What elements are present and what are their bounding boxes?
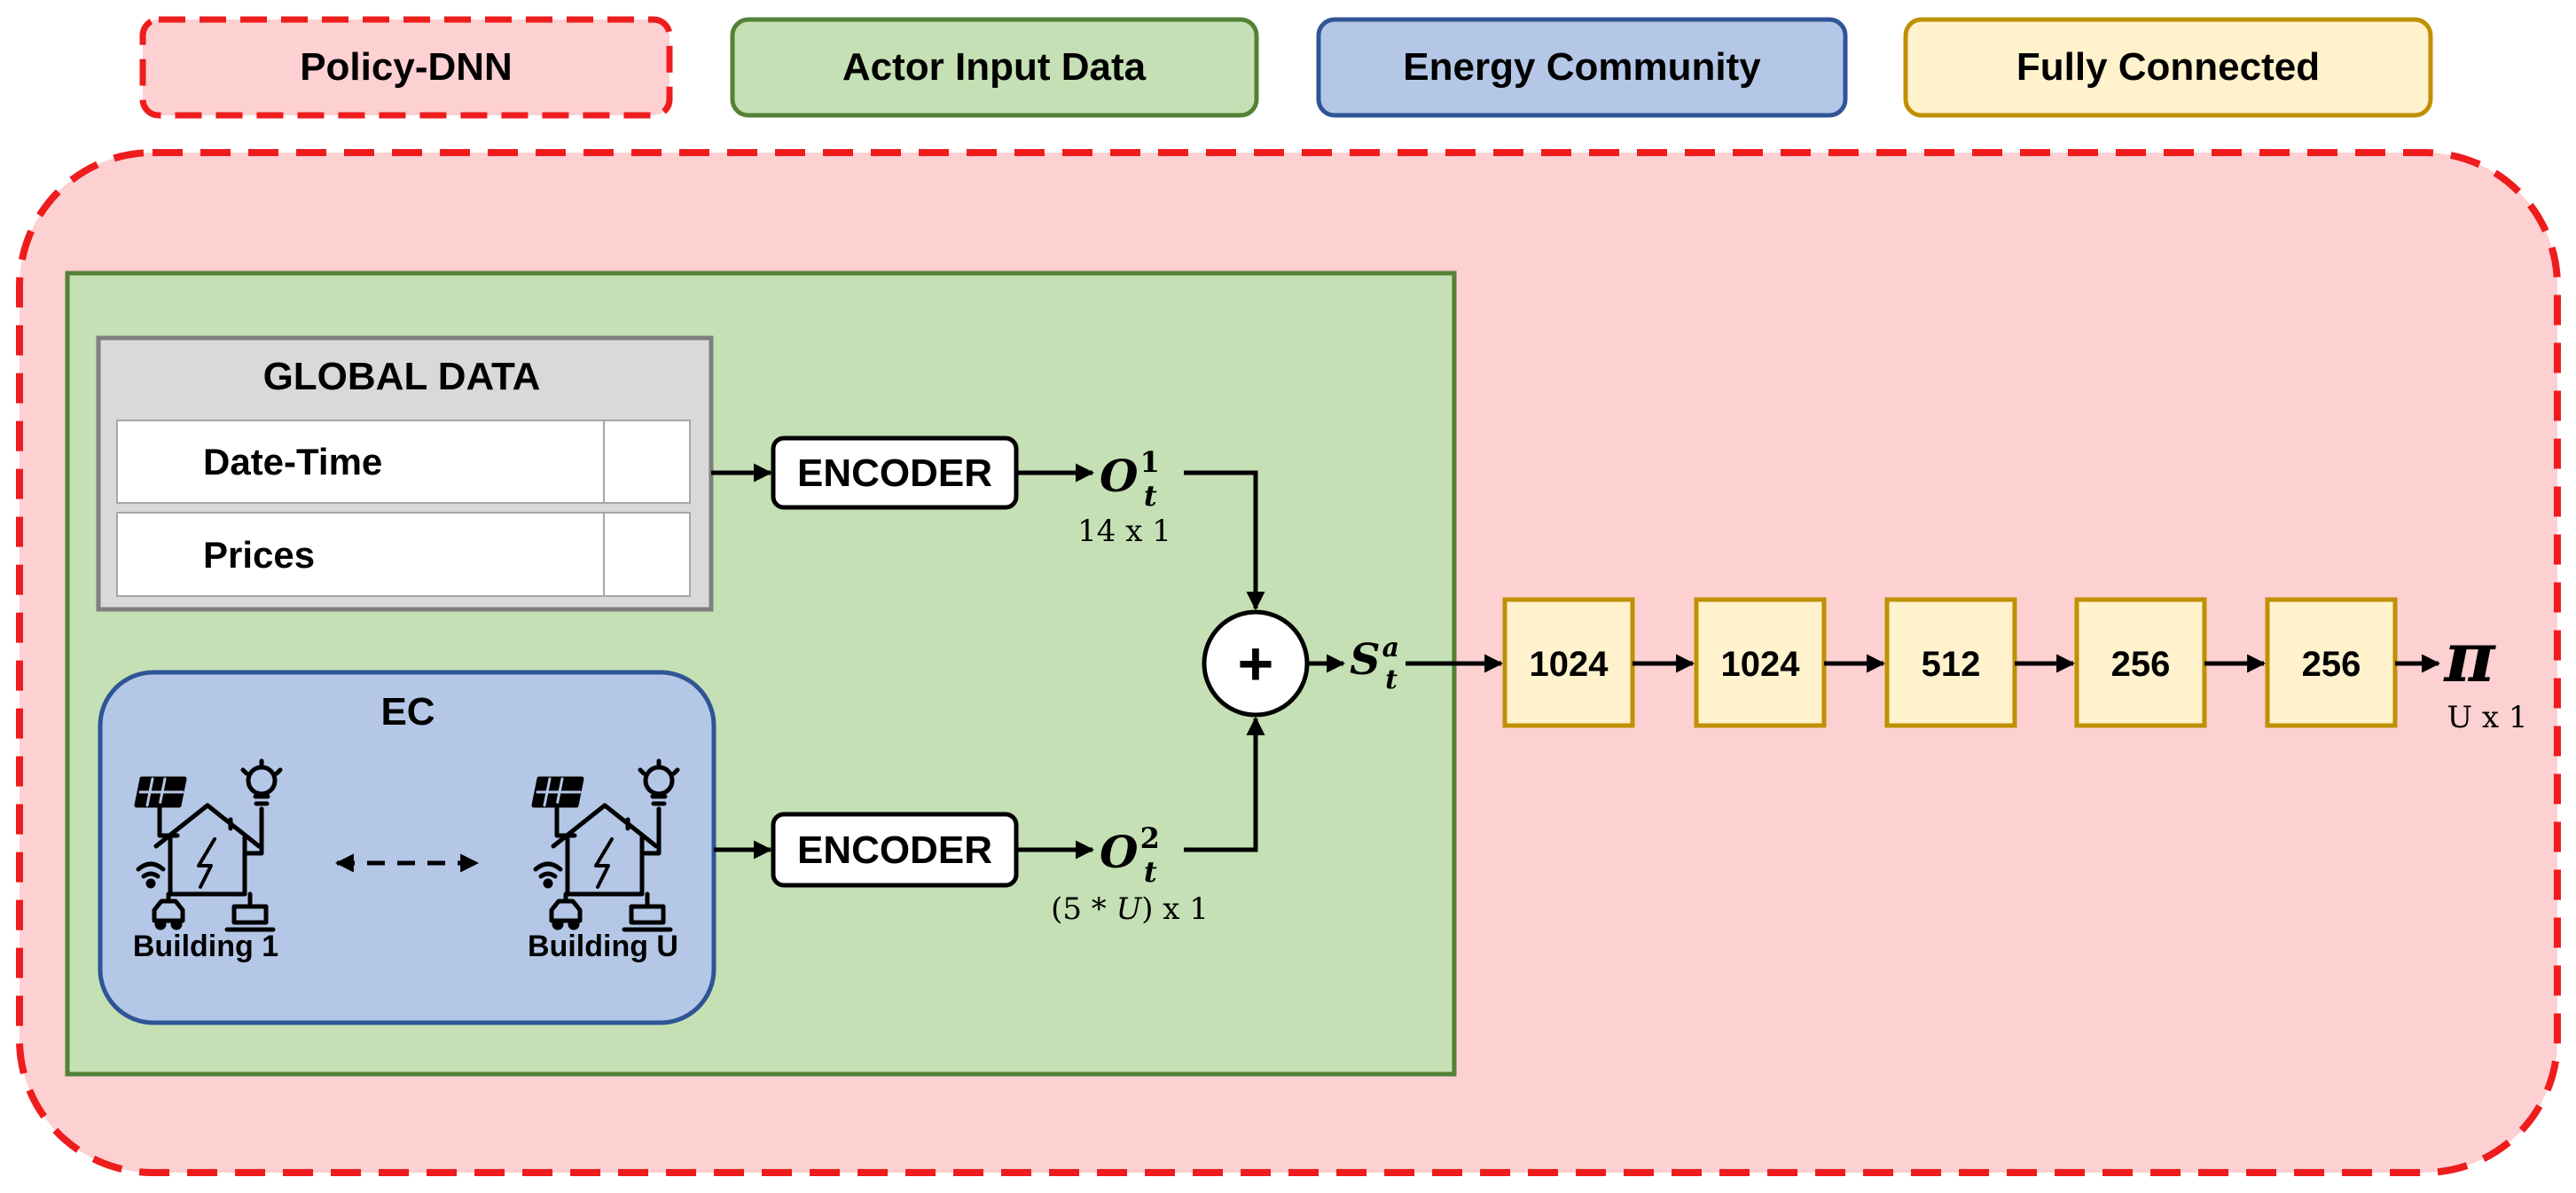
fc-layer-3-label: 512 bbox=[1922, 645, 1981, 684]
global-data-block: GLOBAL DATA Date-Time Prices bbox=[96, 335, 714, 612]
global-row-prices bbox=[116, 512, 691, 597]
arrow-o1-to-combine bbox=[1184, 470, 1265, 611]
legend-actor-input-box bbox=[730, 17, 1259, 118]
building-1-icon bbox=[134, 758, 283, 932]
arrow-o2-to-combine bbox=[1184, 716, 1265, 852]
legend-actor-input-label: Actor Input Data bbox=[842, 45, 1147, 89]
observation-1-dim: 14 x 1 bbox=[1077, 514, 1171, 549]
global-data-title: GLOBAL DATA bbox=[263, 355, 541, 398]
encoder-1-label: ENCODER bbox=[797, 451, 992, 495]
fc-layer-1-label: 1024 bbox=[1530, 645, 1609, 684]
legend-fully-connected-label: Fully Connected bbox=[2016, 45, 2320, 89]
fc-layers: 1024 1024 512 256 256 bbox=[1502, 597, 2441, 728]
legend-fully-connected-box bbox=[1903, 17, 2433, 118]
global-row-prices-label: Prices bbox=[203, 534, 315, 576]
fc-layer-2-label: 1024 bbox=[1721, 645, 1801, 684]
fc-layer-2-box bbox=[1694, 597, 1827, 728]
legend-energy-community-label: Energy Community bbox=[1403, 45, 1761, 89]
legend-policy-dnn-box bbox=[139, 16, 673, 119]
legend: Policy-DNN Actor Input Data Energy Commu… bbox=[139, 16, 2433, 119]
legend-energy-community-box bbox=[1316, 17, 1848, 118]
building-1-label: Building 1 bbox=[133, 930, 278, 963]
fc-layer-5-label: 256 bbox=[2302, 645, 2361, 684]
global-row-date-time bbox=[116, 420, 691, 504]
observation-2-dim: (5 * U) x 1 bbox=[1051, 891, 1209, 927]
combine-symbol: + bbox=[1238, 629, 1274, 698]
global-row-date-time-label: Date-Time bbox=[203, 441, 382, 483]
fc-layer-5-box bbox=[2265, 597, 2398, 728]
building-u-label: Building U bbox=[528, 930, 678, 963]
ec-block: EC bbox=[98, 670, 716, 1025]
legend-policy-dnn-label: Policy-DNN bbox=[300, 45, 513, 89]
fc-layer-4-label: 256 bbox=[2111, 645, 2171, 684]
output-symbol: π bbox=[2442, 617, 2496, 698]
output-dim: U x 1 bbox=[2447, 700, 2527, 735]
ec-title: EC bbox=[380, 690, 435, 734]
building-u-icon bbox=[531, 758, 680, 932]
encoder-2-label: ENCODER bbox=[797, 828, 992, 872]
